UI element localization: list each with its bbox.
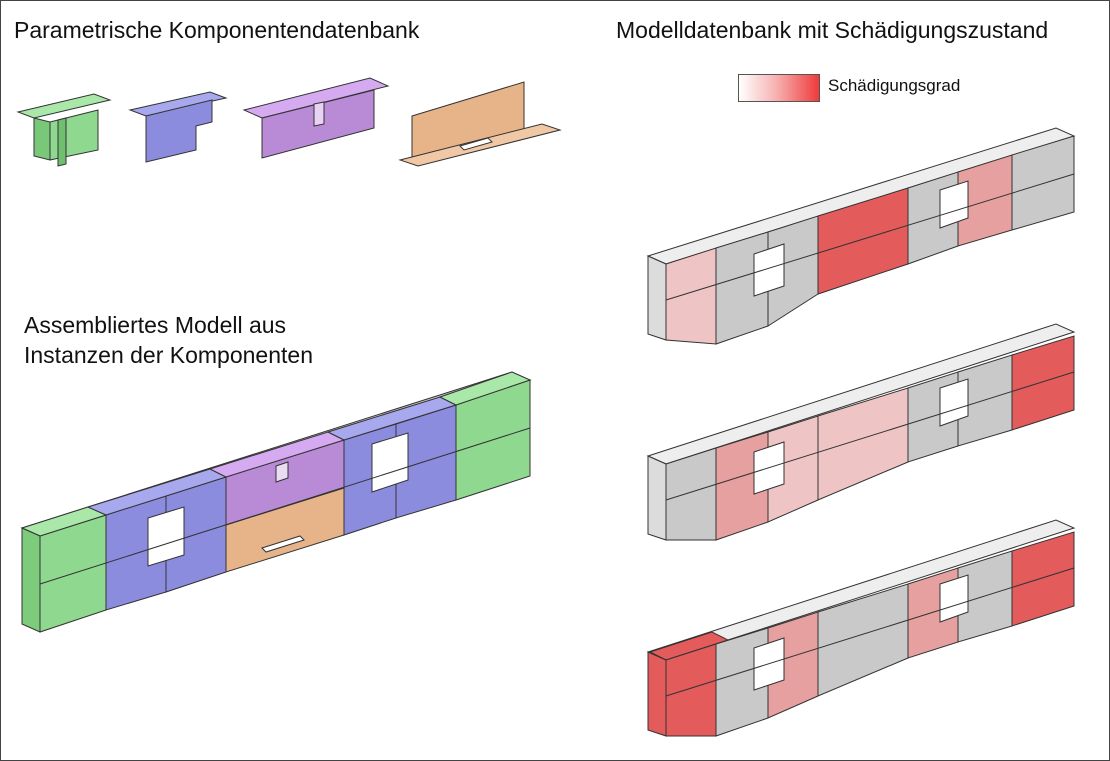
component-blue [128,91,228,163]
damage-beam-2 [646,323,1076,541]
assembled-model-title: Assembliertes Modell aus Instanzen der K… [24,312,313,368]
model-database-title: Modelldatenbank mit Schädigungszustand [616,17,1049,43]
damage-beam-3 [646,519,1076,737]
assembled-beam [20,371,532,633]
damage-legend-label: Schädigungsgrad [828,76,961,95]
components-title: Parametrische Komponentendatenbank [14,17,420,43]
component-purple [242,77,390,159]
damage-gradient-legend [738,74,820,102]
damage-beam-1 [646,127,1076,345]
component-green [16,93,112,167]
component-orange [398,81,562,167]
